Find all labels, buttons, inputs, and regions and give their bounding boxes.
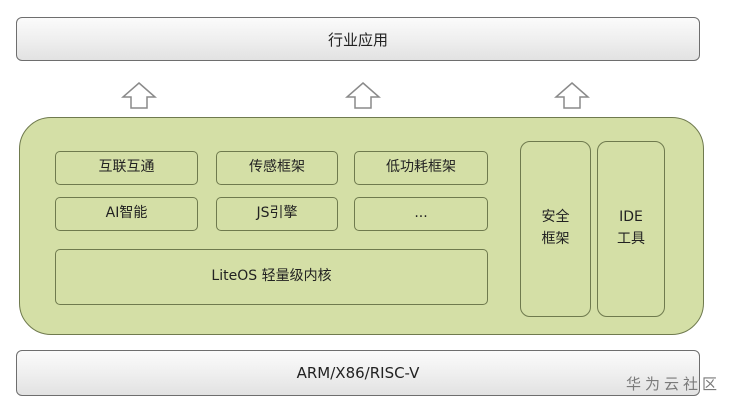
framework-label: 互联互通 xyxy=(98,159,155,176)
framework-label: AI智能 xyxy=(105,205,148,222)
framework-label: JS引擎 xyxy=(256,205,298,222)
framework-box-interconnect: 互联互通 xyxy=(55,151,198,185)
ide-tools-box: IDE 工具 xyxy=(597,141,665,317)
framework-box-sensor: 传感框架 xyxy=(216,151,338,185)
ide-label-line1: IDE xyxy=(619,209,643,226)
framework-label: 传感框架 xyxy=(249,159,305,176)
industry-application-label: 行业应用 xyxy=(327,30,388,49)
ide-label-line2: 工具 xyxy=(617,231,645,247)
framework-label: ... xyxy=(414,205,428,222)
kernel-label: LiteOS 轻量级内核 xyxy=(211,268,332,285)
up-arrow-icon xyxy=(554,82,590,110)
framework-box-more: ... xyxy=(354,197,488,231)
framework-box-js-engine: JS引擎 xyxy=(216,197,338,231)
up-arrow-icon xyxy=(121,82,157,110)
framework-box-low-power: 低功耗框架 xyxy=(354,151,488,185)
industry-application-layer: 行业应用 xyxy=(16,17,700,61)
framework-box-ai: AI智能 xyxy=(55,197,198,231)
hardware-architecture-layer: ARM/X86/RISC-V xyxy=(16,350,700,396)
kernel-box: LiteOS 轻量级内核 xyxy=(55,249,488,305)
security-framework-box: 安全 框架 xyxy=(520,141,591,317)
framework-label: 低功耗框架 xyxy=(386,159,456,176)
up-arrow-icon xyxy=(345,82,381,110)
security-label-line2: 框架 xyxy=(541,231,570,247)
security-label-line1: 安全 xyxy=(541,209,570,226)
watermark: 华为云社区 xyxy=(625,375,721,393)
hardware-architecture-label: ARM/X86/RISC-V xyxy=(296,364,420,382)
